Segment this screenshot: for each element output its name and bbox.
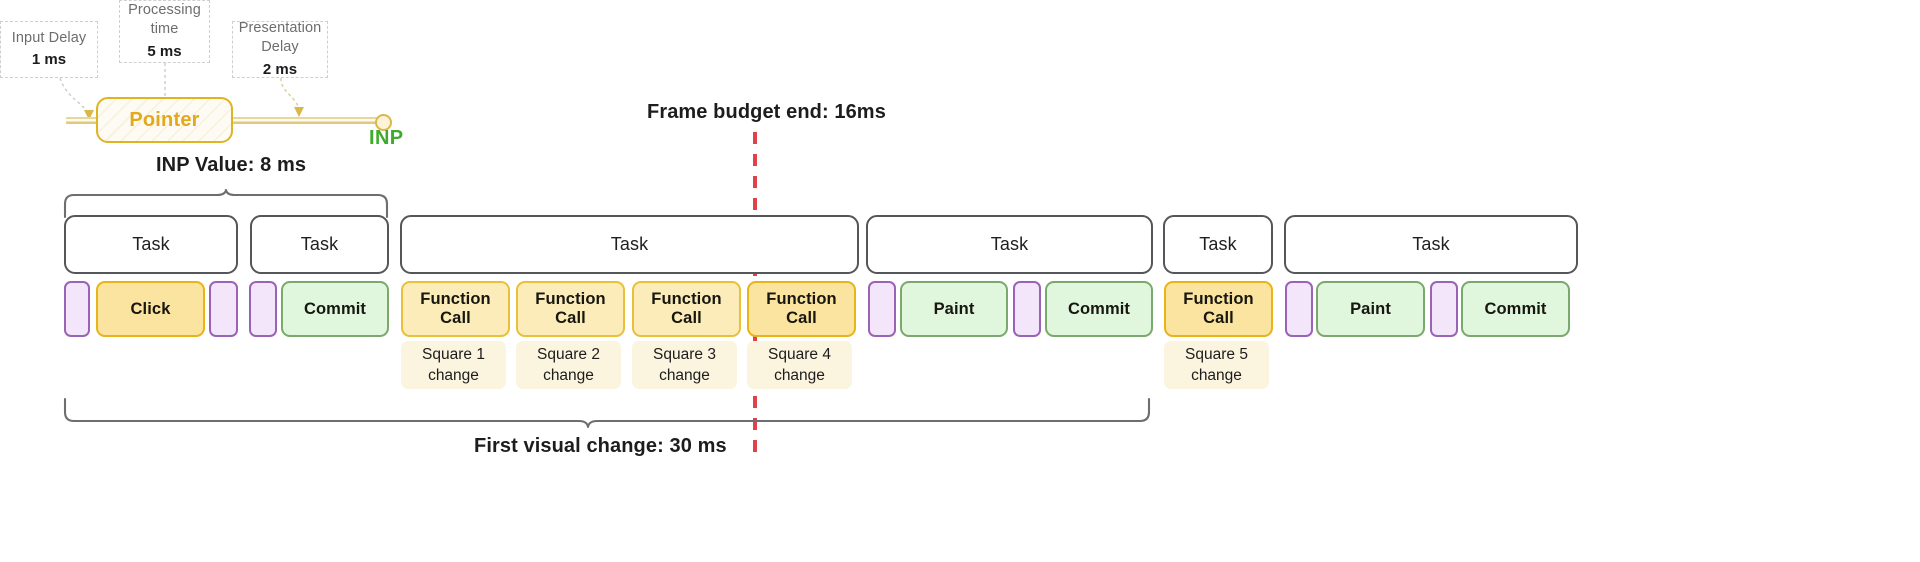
event-label: Paint — [1350, 299, 1391, 318]
event-block-click[interactable]: Click — [96, 281, 205, 337]
event-label: Commit — [303, 299, 367, 318]
square-change-subtitle: change — [1191, 367, 1242, 384]
first-visual-change-label: First visual change: 30 ms — [474, 435, 727, 457]
inp-label: INP — [369, 127, 404, 149]
square-change-chip: Square 5 change — [1164, 341, 1269, 389]
task-label: Task — [132, 234, 170, 254]
task-block[interactable]: Task — [1284, 215, 1578, 274]
task-block[interactable]: Task — [250, 215, 389, 274]
annotation-title: Presentation Delay — [238, 19, 322, 56]
pointer-label: Pointer — [129, 108, 200, 131]
annotation-input-delay: Input Delay 1 ms — [0, 21, 98, 78]
inp-endpoint-dot — [375, 114, 392, 131]
square-change-title: Square 2 — [537, 345, 600, 363]
square-change-chip: Square 1 change — [401, 341, 506, 389]
inp-value-label: INP Value: 8 ms — [156, 154, 307, 176]
square-change-subtitle: change — [659, 367, 710, 384]
event-sliver-block[interactable] — [1430, 281, 1458, 337]
first-visual-change-brace — [63, 397, 1151, 429]
task-block[interactable]: Task — [866, 215, 1153, 274]
event-sliver-block[interactable] — [249, 281, 277, 337]
event-block-commit[interactable]: Commit — [1461, 281, 1570, 337]
annotation-presentation-delay: Presentation Delay 2 ms — [232, 19, 328, 78]
task-label: Task — [1199, 234, 1237, 254]
annotation-value: 2 ms — [262, 60, 298, 78]
square-change-title: Square 5 — [1185, 345, 1248, 363]
pointer-track-right — [228, 117, 388, 124]
event-label: Paint — [933, 299, 975, 318]
event-block-paint[interactable]: Paint — [900, 281, 1008, 337]
event-sliver-block[interactable] — [209, 281, 238, 337]
task-label: Task — [610, 234, 649, 254]
annotation-value: 1 ms — [31, 51, 67, 69]
inp-value-brace — [63, 188, 389, 219]
task-label: Task — [300, 234, 339, 254]
square-change-subtitle: change — [543, 367, 594, 384]
square-change-subtitle: change — [774, 367, 825, 384]
event-sliver-block[interactable] — [1013, 281, 1041, 337]
square-change-chip: Square 4 change — [747, 341, 852, 389]
square-change-title: Square 3 — [653, 345, 716, 363]
event-block-commit[interactable]: Commit — [281, 281, 389, 337]
event-sliver-block[interactable] — [868, 281, 896, 337]
event-block-paint[interactable]: Paint — [1316, 281, 1425, 337]
task-label: Task — [990, 234, 1029, 254]
event-label: Commit — [1067, 299, 1131, 318]
task-block[interactable]: Task — [1163, 215, 1273, 274]
square-change-title: Square 1 — [422, 345, 485, 363]
event-block-commit[interactable]: Commit — [1045, 281, 1153, 337]
annotation-title: Processing time — [128, 1, 201, 38]
annotation-processing-time: Processing time 5 ms — [119, 0, 210, 63]
event-sliver-block[interactable] — [64, 281, 90, 337]
event-sliver-block[interactable] — [1285, 281, 1313, 337]
annotation-title: Input Delay — [11, 29, 87, 46]
task-block[interactable]: Task — [400, 215, 859, 274]
annotation-value: 5 ms — [147, 42, 182, 60]
frame-budget-end-label: Frame budget end: 16ms — [647, 101, 886, 123]
square-change-chip: Square 2 change — [516, 341, 621, 389]
task-label: Task — [1412, 234, 1450, 254]
event-label: Click — [130, 299, 171, 318]
square-change-chip: Square 3 change — [632, 341, 737, 389]
pointer-event-block[interactable]: Pointer — [96, 97, 233, 143]
square-change-subtitle: change — [428, 367, 479, 384]
task-block[interactable]: Task — [64, 215, 238, 274]
event-label: Commit — [1484, 299, 1547, 318]
square-change-title: Square 4 — [768, 345, 831, 363]
pointer-track-left — [66, 117, 111, 124]
